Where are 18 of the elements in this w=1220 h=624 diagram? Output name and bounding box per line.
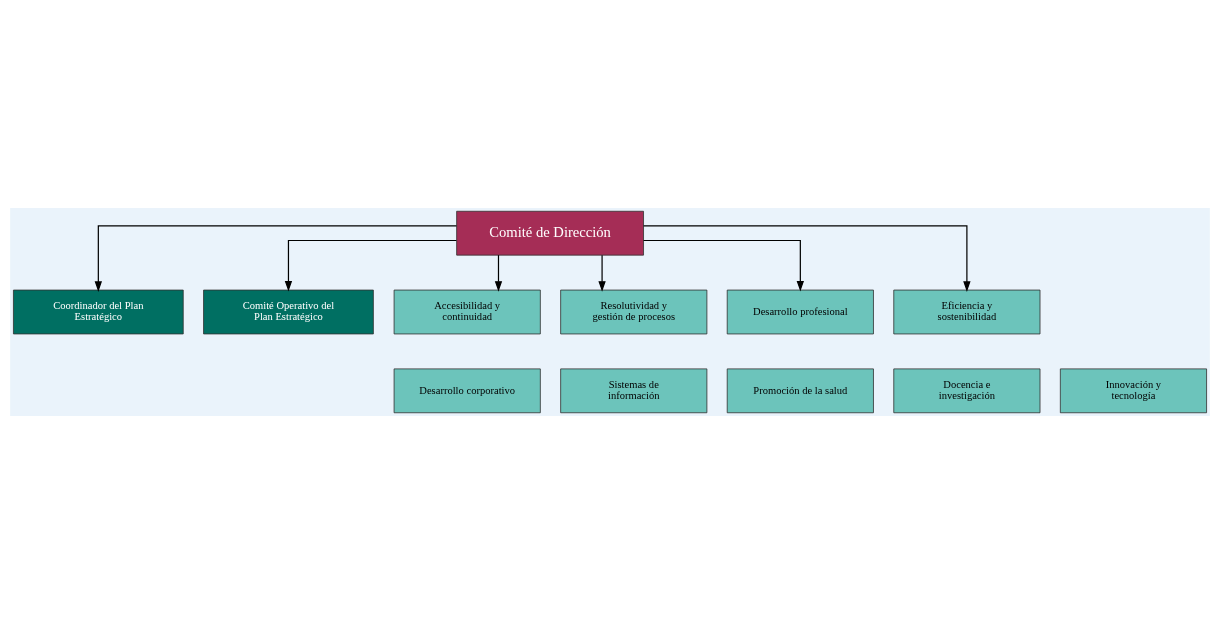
node-box: Promoción de la salud — [726, 368, 874, 414]
arrow — [94, 225, 458, 292]
arrow — [643, 239, 805, 292]
node-box: Desarrollo profesional — [726, 289, 874, 335]
node-box: Accesibilidad y continuidad — [393, 289, 541, 335]
arrow — [643, 225, 971, 292]
node-box: Docencia e investigación — [893, 368, 1041, 414]
node-box: Innovación y tecnología — [1059, 368, 1207, 414]
arrow — [598, 254, 606, 292]
node-box: Sistemas de información — [560, 368, 708, 414]
arrow — [494, 254, 503, 292]
node-box: Comité de Dirección — [456, 210, 644, 256]
node-box: Comité Operativo del Plan Estratégico — [203, 289, 374, 335]
arrow — [284, 239, 457, 292]
node-box: Resolutividad y gestión de procesos — [560, 289, 708, 335]
node-box: Coordinador del Plan Estratégico — [13, 289, 184, 335]
node-box: Desarrollo corporativo — [393, 368, 541, 414]
node-box: Eficiencia y sostenibilidad — [893, 289, 1041, 335]
